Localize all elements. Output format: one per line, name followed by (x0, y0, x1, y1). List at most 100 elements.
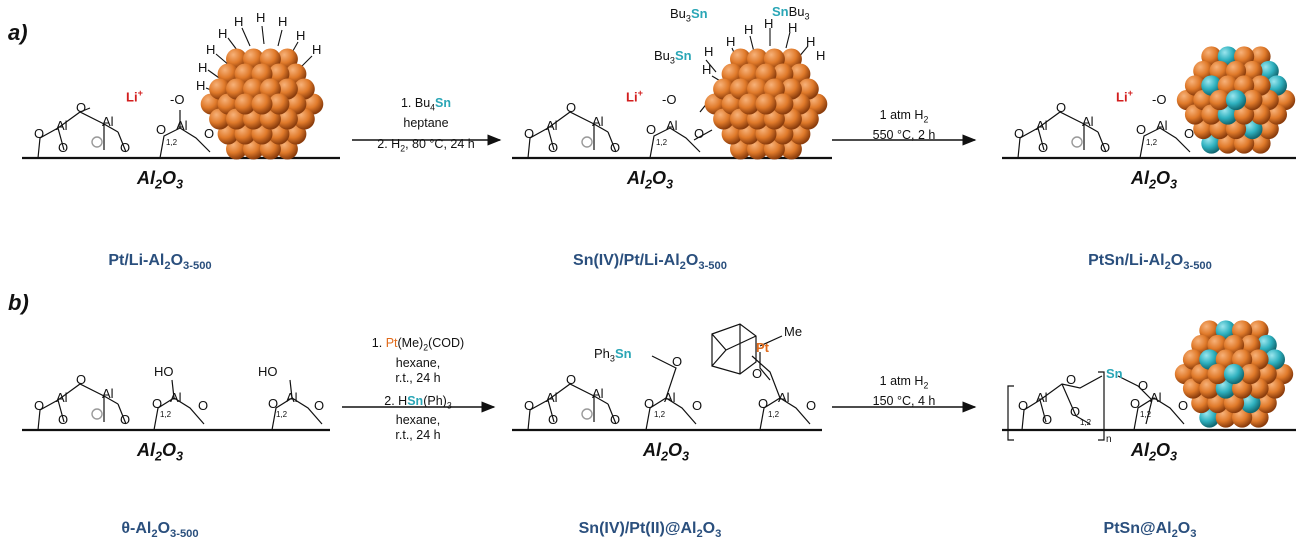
support-label-b1: Al2O3 (136, 440, 184, 464)
oxide-anion-a3: -O (1152, 92, 1167, 107)
atom-o: O (120, 412, 131, 427)
support-label-b2: Al2O3 (642, 440, 690, 464)
atom-al: Al (666, 118, 678, 133)
atom-o: O (314, 398, 325, 413)
li-cation-a3: Li+ (1116, 88, 1133, 105)
hydride-a2: H (788, 20, 798, 35)
atom-al: Al (1036, 390, 1048, 405)
pt-atom-sphere (268, 93, 290, 115)
atom-o: O (566, 372, 577, 387)
hydride-a1: H (296, 28, 306, 43)
sn-atom-sphere (1223, 363, 1245, 385)
atom-o: O (1070, 404, 1081, 419)
atom-o: O (76, 100, 87, 115)
catalyst-name-b2: Sn(IV)/Pt(II)@Al2O3 (578, 520, 722, 541)
atom-al: Al (592, 386, 604, 401)
atom-o: O (120, 140, 131, 155)
bracket-sub: 1,2 (654, 410, 666, 419)
atom-o: O (1056, 100, 1067, 115)
hydroxyl-b1: HO (154, 364, 174, 379)
atom-al: Al (546, 118, 558, 133)
atom-al: Al (1150, 390, 1162, 405)
hydride-a1: H (278, 14, 288, 29)
atom-o: O (1178, 398, 1189, 413)
ptsn-nanoparticle-b3 (1174, 320, 1294, 428)
hydride-a2: H (806, 34, 816, 49)
conditions-b-step2: 1 atm H2 150 °C, 4 h (872, 374, 936, 408)
oxide-anion-a1: -O (170, 92, 185, 107)
hydride-a1: H (196, 78, 206, 93)
atom-o: O (644, 396, 655, 411)
bracket-sub: 1,2 (160, 410, 172, 419)
atom-o: O (58, 412, 69, 427)
pt-nanoparticle-a2 (704, 48, 828, 160)
hydride-a1: H (256, 10, 266, 25)
atom-o: O (204, 126, 215, 141)
catalyst-name-a3: PtSn/Li-Al2O3-500 (1088, 252, 1212, 273)
polymer-n: n (1106, 434, 1112, 445)
atom-al: Al (592, 114, 604, 129)
tributyltin-top: Bu3Sn (670, 6, 708, 24)
bracket-sub: 1,2 (1146, 138, 1158, 147)
pt-atom-sphere (1207, 363, 1228, 385)
reaction-arrows (342, 134, 977, 413)
hydride-a2: H (726, 34, 736, 49)
pt-atom-sphere (1209, 89, 1230, 111)
atom-o: O (1138, 378, 1149, 393)
atom-al: Al (546, 390, 558, 405)
conditions-b-step1: 1. Pt(Me)2(COD) hexane, r.t., 24 h 2. HS… (371, 336, 465, 442)
atom-o: O (1100, 140, 1111, 155)
hydride-a2: H (702, 62, 712, 77)
atom-o: O (566, 100, 577, 115)
hydride-a1: H (234, 14, 244, 29)
atom-o: O (548, 412, 559, 427)
atom-o: O (524, 398, 535, 413)
atom-al: Al (102, 386, 114, 401)
atom-o: O (672, 354, 683, 369)
catalyst-name-a2: Sn(IV)/Pt/Li-Al2O3-500 (573, 252, 727, 273)
hydride-a2: H (744, 22, 754, 37)
surface-lines (22, 156, 1296, 432)
atom-o: O (610, 412, 621, 427)
atom-o: O (1136, 122, 1147, 137)
pt-atom-sphere (738, 93, 760, 115)
atom-al: Al (1082, 114, 1094, 129)
atom-al: Al (56, 118, 68, 133)
bracket-sub: 1,2 (768, 410, 780, 419)
methyl-b2: Me (784, 324, 803, 339)
atom-o: O (34, 126, 45, 141)
atom-al: Al (778, 390, 790, 405)
pt-nanoparticle-a1 (200, 48, 324, 160)
atom-o: O (806, 398, 817, 413)
hydride-a2: H (764, 16, 774, 31)
atom-o: O (34, 398, 45, 413)
hydride-a2: H (704, 44, 714, 59)
atom-o: O (76, 372, 87, 387)
atom-o: O (610, 140, 621, 155)
ptsn-nanoparticle-a3 (1176, 46, 1296, 154)
atom-o: O (694, 126, 705, 141)
support-label-a1: Al2O3 (136, 168, 184, 192)
triphenyltin-b2: Ph3Sn (594, 346, 632, 364)
tin-center-b3: Sn (1106, 366, 1123, 381)
hydride-bonds-a1 (205, 25, 313, 93)
atom-al: Al (102, 114, 114, 129)
atom-o: O (1130, 396, 1141, 411)
atom-al: Al (286, 390, 298, 405)
conditions-a-step2: 1 atm H2 550 °C, 2 h (872, 108, 936, 142)
bracket-sub: 1,2 (166, 138, 178, 147)
atom-al: Al (664, 390, 676, 405)
atom-o: O (692, 398, 703, 413)
li-cation-a2: Li+ (626, 88, 643, 105)
hydride-a1: H (198, 60, 208, 75)
hydroxyl-b1: HO (258, 364, 278, 379)
atom-o: O (198, 398, 209, 413)
atom-al: Al (170, 390, 182, 405)
atom-o: O (1038, 140, 1049, 155)
pt-atom-sphere (755, 93, 777, 115)
pt-atom-sphere (772, 93, 794, 115)
support-label-b3: Al2O3 (1130, 440, 1178, 464)
pt-atom-sphere (1242, 89, 1263, 111)
atom-o: O (1066, 372, 1077, 387)
